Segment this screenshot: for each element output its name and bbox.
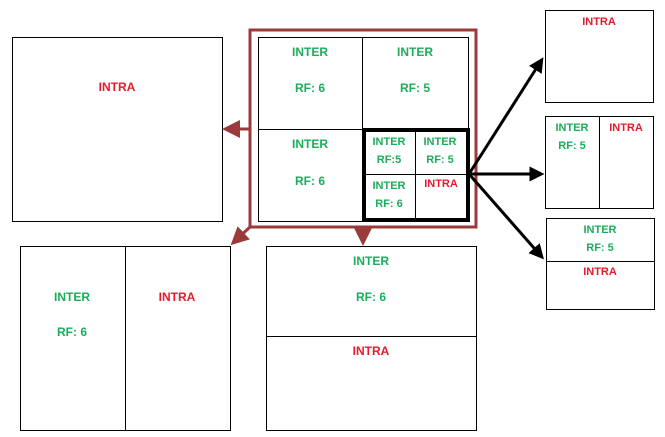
bottom-left-inter-label: INTER [54, 290, 90, 304]
arrow-to-bottom-left-result [230, 225, 252, 246]
bottom-left-result-divider [125, 246, 126, 431]
sub-tr-rf: RF: 5 [426, 154, 454, 166]
source-bl-mode: INTER [292, 137, 328, 151]
left-result-block [12, 37, 223, 222]
bottom-left-inter-rf: RF: 6 [57, 325, 87, 339]
sub-block-vertical-divider [415, 130, 416, 220]
bottom-center-result-block [266, 246, 477, 431]
bottom-center-result-divider [266, 336, 477, 337]
bottom-center-intra-label: INTRA [352, 344, 390, 358]
right-result-3-divider [546, 261, 655, 262]
sub-bl-mode: INTER [372, 180, 406, 192]
right-result-2-divider [599, 116, 600, 209]
right-result-3-inter-rf: RF: 5 [586, 242, 614, 254]
sub-tl-mode: INTER [372, 136, 406, 148]
sub-br-mode: INTRA [424, 178, 458, 190]
right-result-1-block [545, 10, 654, 103]
bottom-center-inter-label: INTER [353, 254, 389, 268]
arrow-to-right-result-3 [467, 173, 544, 260]
sub-block-horizontal-divider [364, 174, 468, 175]
source-tr-mode: INTER [397, 45, 433, 59]
bottom-center-inter-rf: RF: 6 [356, 290, 386, 304]
right-result-3-inter-label: INTER [583, 224, 617, 236]
right-result-1-intra-label: INTRA [582, 16, 616, 28]
sub-bl-rf: RF: 6 [375, 198, 403, 210]
bottom-left-intra-label: INTRA [158, 290, 196, 304]
right-result-2-inter-label: INTER [555, 122, 589, 134]
sub-tl-rf: RF:5 [376, 154, 402, 166]
right-result-2-inter-rf: RF: 5 [558, 140, 586, 152]
right-result-3-block [546, 218, 655, 310]
right-result-2-intra-label: INTRA [609, 122, 643, 134]
source-bl-rf: RF: 6 [295, 174, 325, 188]
source-tr-rf: RF: 5 [400, 81, 430, 95]
source-tl-mode: INTER [292, 45, 328, 59]
sub-tr-mode: INTER [423, 136, 457, 148]
right-result-3-intra-label: INTRA [583, 266, 617, 278]
arrow-to-right-result-1 [467, 57, 544, 175]
source-tl-rf: RF: 6 [295, 81, 325, 95]
left-result-intra-label: INTRA [98, 80, 136, 94]
